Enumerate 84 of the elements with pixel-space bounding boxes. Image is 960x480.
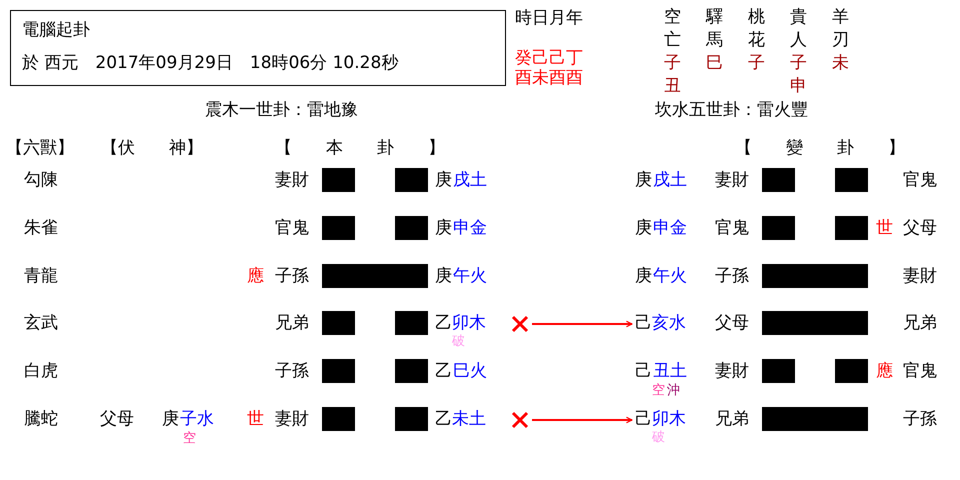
position-marker: 應 <box>876 361 893 381</box>
stem-text: 乙 <box>435 313 452 333</box>
relative-label: 官鬼 <box>715 218 749 238</box>
relative-label: 兄弟 <box>275 313 309 333</box>
relative-label: 妻財 <box>275 409 309 429</box>
relative-label: 子孫 <box>275 361 309 381</box>
relative-label: 兄弟 <box>903 313 937 333</box>
spirit-value: 子 <box>748 52 766 75</box>
branch-text: 午火 <box>653 266 687 286</box>
relative-label: 子孫 <box>715 266 749 286</box>
stem-text: 庚 <box>435 266 452 286</box>
branch-text: 巳火 <box>453 361 487 381</box>
stem-text: 庚 <box>635 266 652 286</box>
branch-text: 卯木 <box>452 313 486 333</box>
beast-name: 青龍 <box>24 266 58 286</box>
spirit-value: 子丑 <box>664 52 682 98</box>
relative-label: 兄弟 <box>715 409 749 429</box>
stem-text: 己 <box>635 361 652 381</box>
status-mark: 沖 <box>667 383 680 398</box>
pillar-stems: 癸己己丁 <box>515 48 583 68</box>
stem-text: 庚 <box>162 409 179 429</box>
beast-name: 朱雀 <box>24 218 58 238</box>
status-mark: 空 <box>652 383 665 398</box>
branch-text: 丑土 <box>653 361 687 381</box>
stem-text: 乙 <box>435 409 452 429</box>
relative-label: 官鬼 <box>903 170 937 190</box>
spirit-name: 桃花 <box>748 6 766 52</box>
spirit-value: 子申 <box>790 52 808 98</box>
branch-text: 未土 <box>452 409 486 429</box>
pillar-branches: 酉未酉酉 <box>515 68 583 88</box>
spirit-value: 巳 <box>706 52 724 75</box>
column-header: 【 變 卦 】 <box>735 138 905 158</box>
stem-text: 庚 <box>635 170 652 190</box>
stem-text: 庚 <box>435 218 452 238</box>
stem-text: 己 <box>635 313 652 333</box>
status-mark: 破 <box>452 334 465 349</box>
relative-label: 官鬼 <box>275 218 309 238</box>
position-marker: 應 <box>247 266 264 286</box>
branch-text: 亥水 <box>652 313 686 333</box>
relative-label: 父母 <box>715 313 749 333</box>
relative-label: 子孫 <box>275 266 309 286</box>
relative-label: 父母 <box>903 218 937 238</box>
pillar-header: 時日月年 <box>515 8 583 28</box>
method-text: 電腦起卦 <box>22 20 90 40</box>
info-box <box>10 10 506 86</box>
hexagram-title: 震木一世卦：雷地豫 <box>205 100 358 120</box>
beast-name: 玄武 <box>24 313 58 333</box>
stem-text: 庚 <box>435 170 452 190</box>
relative-label: 妻財 <box>715 361 749 381</box>
status-mark: 空 <box>183 431 196 446</box>
spirit-name: 驛馬 <box>706 6 724 52</box>
branch-text: 申金 <box>653 218 687 238</box>
stem-text: 己 <box>635 409 652 429</box>
column-header: 【六獸】 <box>6 138 74 158</box>
hexagram-title: 坎水五世卦：雷火豐 <box>655 100 808 120</box>
status-mark: 破 <box>652 430 665 445</box>
beast-name: 白虎 <box>24 361 58 381</box>
branch-text: 申金 <box>453 218 487 238</box>
date-text: 於 西元 2017年09月29日 18時06分 10.28秒 <box>22 53 398 73</box>
relative-label: 官鬼 <box>903 361 937 381</box>
spirit-name: 羊刃 <box>832 6 850 52</box>
spirit-name: 貴人 <box>790 6 808 52</box>
branch-text: 卯木 <box>652 409 686 429</box>
spirit-value: 未 <box>832 52 850 75</box>
branch-text: 戌土 <box>653 170 687 190</box>
beast-name: 勾陳 <box>24 170 58 190</box>
relative-label: 子孫 <box>903 409 937 429</box>
column-header: 【伏 神】 <box>101 138 203 158</box>
branch-text: 戌土 <box>453 170 487 190</box>
branch-text: 午火 <box>453 266 487 286</box>
relative-label: 妻財 <box>275 170 309 190</box>
column-header: 【 本 卦 】 <box>275 138 445 158</box>
branch-text: 子水 <box>180 409 214 429</box>
relative-label: 父母 <box>100 409 134 429</box>
relative-label: 妻財 <box>715 170 749 190</box>
arrow <box>532 416 633 424</box>
stem-text: 乙 <box>435 361 452 381</box>
spirit-name: 空亡 <box>664 6 682 52</box>
beast-name: 騰蛇 <box>24 409 58 429</box>
position-marker: 世 <box>876 218 893 238</box>
position-marker: 世 <box>247 409 264 429</box>
stem-text: 庚 <box>635 218 652 238</box>
arrow <box>532 320 633 328</box>
relative-label: 妻財 <box>903 266 937 286</box>
